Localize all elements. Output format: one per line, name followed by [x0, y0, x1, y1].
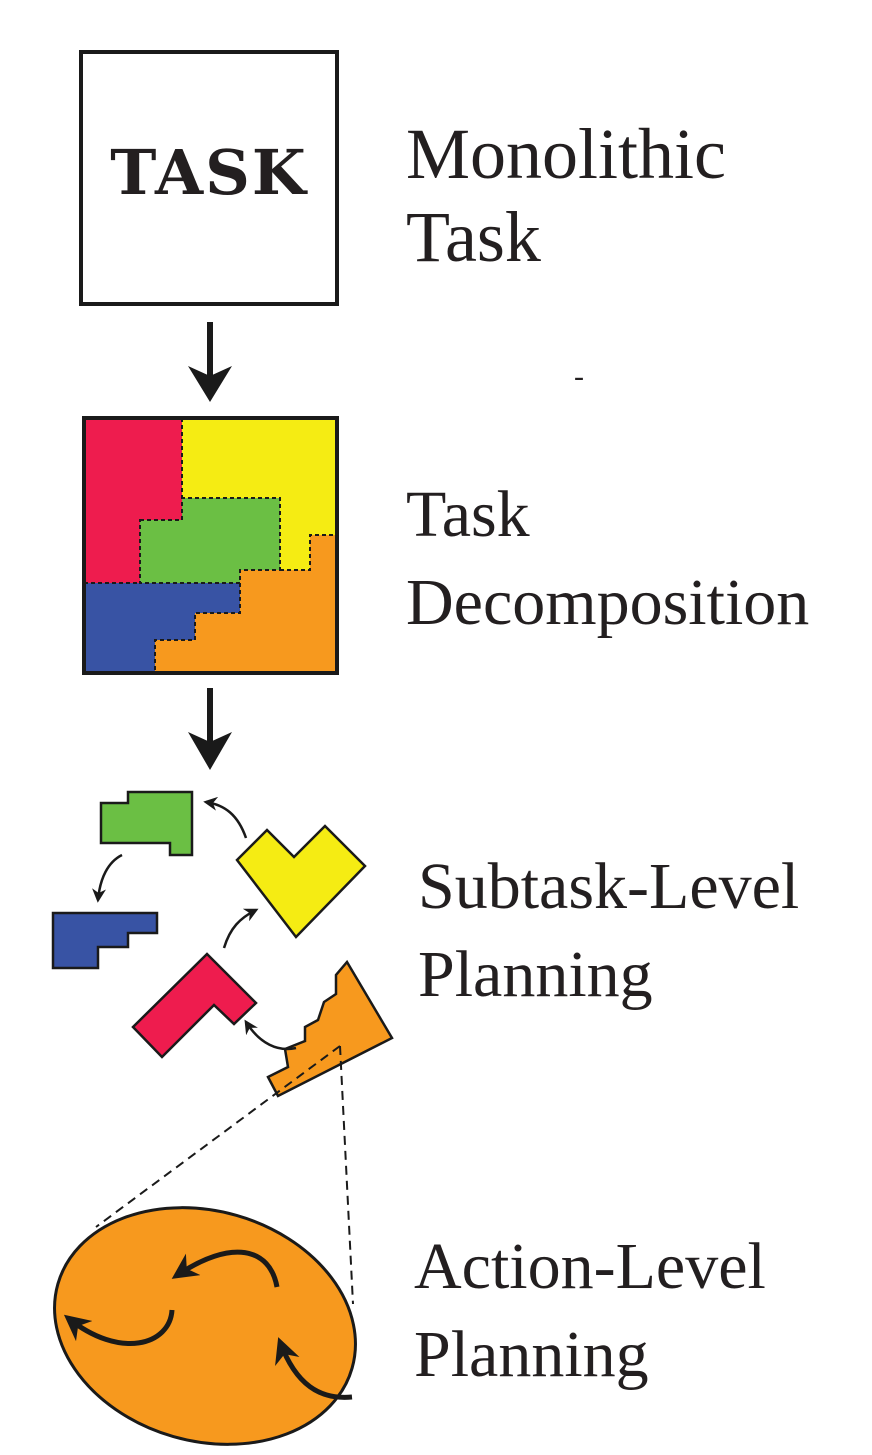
yellow-region [182, 418, 337, 570]
orange-subtask-piece [266, 959, 394, 1098]
action-level-ellipse [53, 1206, 357, 1446]
green-region [140, 498, 280, 583]
caption-1-line1: Monolithic [406, 114, 726, 194]
task-box-label: TASK [110, 136, 308, 209]
stage-captions: Monolithic Task Task Decomposition Subta… [406, 114, 809, 1391]
decomposition-boundaries [84, 418, 337, 673]
caption-4-line1: Action-Level [414, 1230, 766, 1303]
arrow-red-to-yellow [222, 908, 259, 949]
arrow-green-to-blue [92, 853, 123, 903]
caption-2-line2: Decomposition [406, 566, 809, 639]
caption-2-line1: Task [406, 478, 530, 551]
stray-mark: - [574, 360, 584, 393]
red-region [84, 418, 182, 583]
subtask-transition-arrows [92, 796, 297, 1051]
caption-4-line2: Planning [414, 1318, 649, 1391]
action-arrow-left [63, 1309, 175, 1346]
blue-subtask-piece [51, 911, 159, 970]
caption-3-line1: Subtask-Level [418, 850, 799, 923]
red-subtask-piece [131, 952, 258, 1059]
green-subtask-piece [99, 790, 194, 857]
yellow-subtask-piece [235, 824, 367, 939]
arrow-orange-to-red [244, 1019, 297, 1051]
caption-1-line2: Task [406, 197, 541, 277]
monolithic-task-box: TASK [79, 50, 339, 306]
blue-region [84, 583, 240, 673]
action-cycle-arrows [63, 1249, 353, 1400]
arrow-yellow-to-green [203, 796, 248, 839]
zoom-lines [95, 1045, 354, 1305]
task-decomposition-square [82, 416, 339, 675]
down-arrow-1 [188, 322, 232, 402]
action-arrow-top [171, 1249, 280, 1288]
action-arrow-right [275, 1337, 353, 1400]
down-arrow-2 [188, 688, 232, 770]
caption-3-line2: Planning [418, 938, 653, 1011]
